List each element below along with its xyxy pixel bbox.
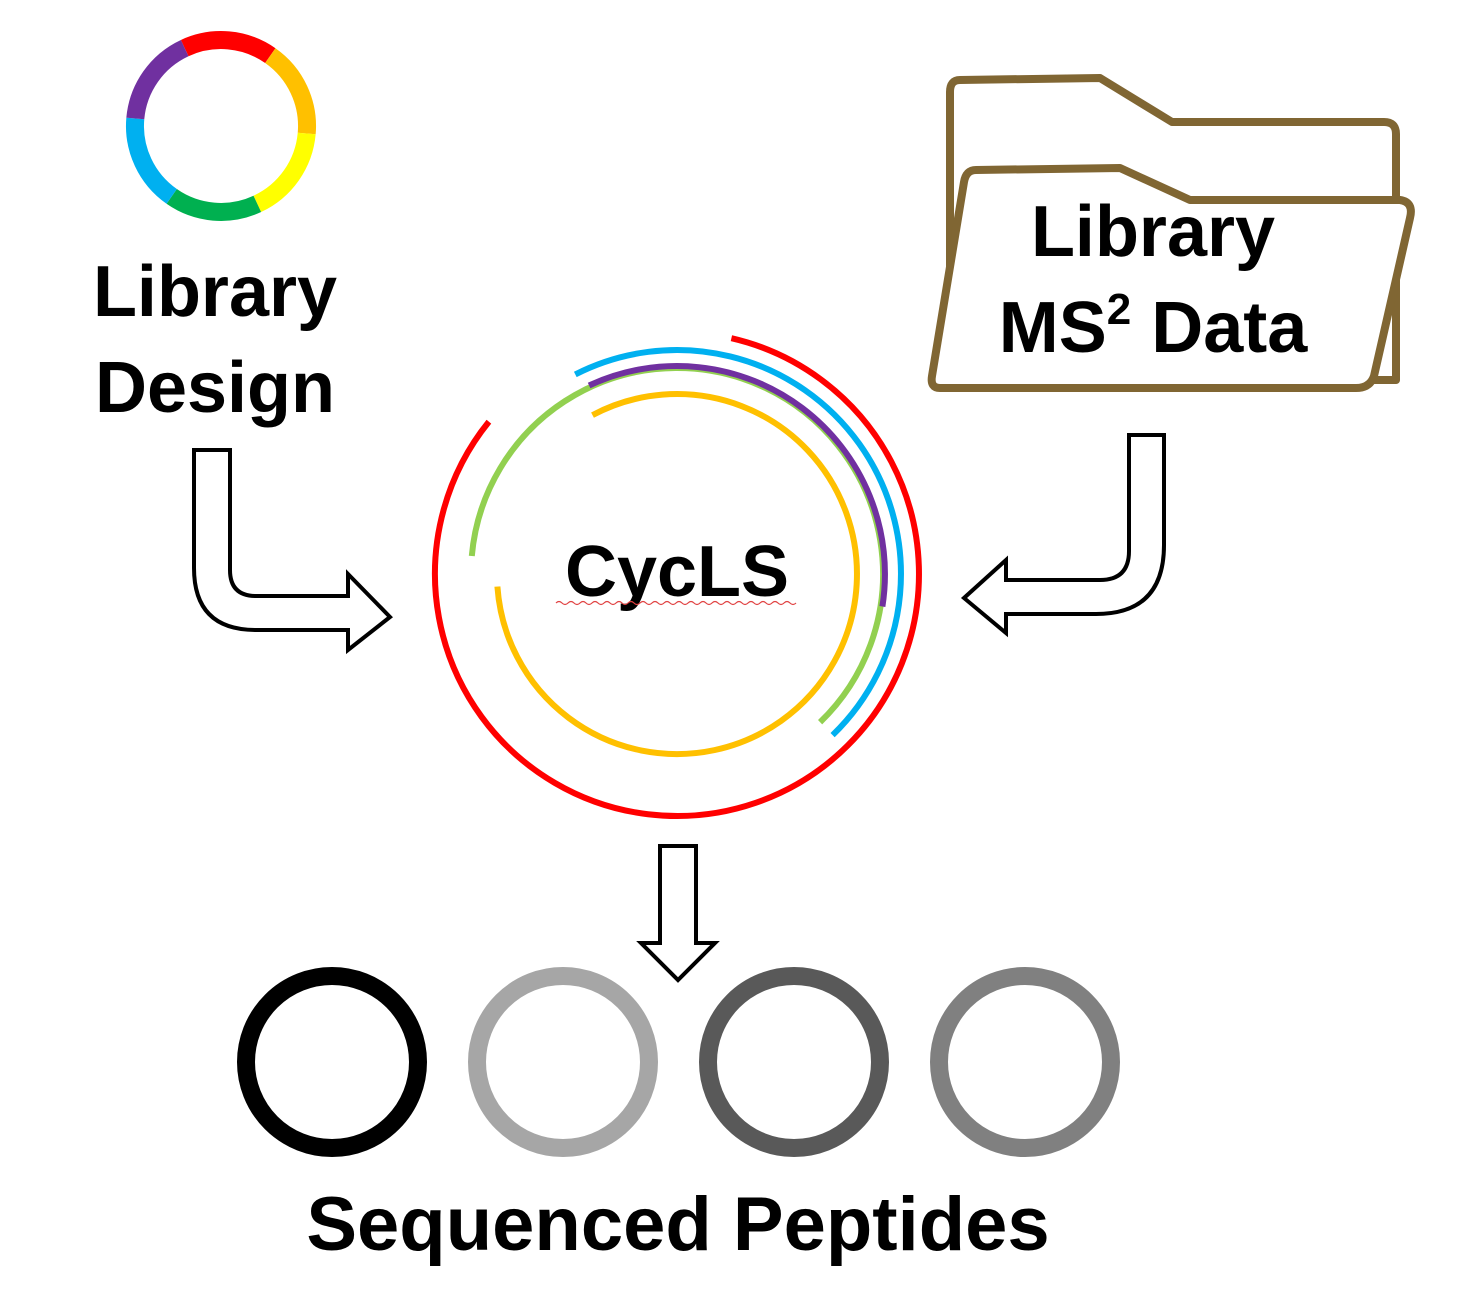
spellcheck-underline	[555, 600, 797, 606]
orange-arc	[494, 391, 860, 758]
peptide-ring-icon	[237, 967, 427, 1157]
right-bent-arrow-icon	[960, 433, 1166, 638]
data-text: Data	[1131, 288, 1308, 368]
design-ring-segment	[264, 48, 317, 135]
ms-text: MS	[999, 288, 1107, 368]
library-ms2-label-line2: MS2 Data	[999, 285, 1309, 368]
outer-red-arc	[431, 335, 922, 819]
sequenced-peptides-label: Sequenced Peptides	[306, 1182, 1049, 1267]
library-design-label-line1: Library	[93, 252, 337, 332]
design-ring-segment	[166, 188, 262, 221]
design-ring-segment	[126, 39, 189, 120]
sequenced-peptide-rings	[237, 967, 1120, 1157]
peptide-ring-icon	[699, 967, 889, 1157]
design-ring-segment	[253, 132, 316, 213]
cycls-arcs	[431, 335, 922, 819]
folder-icon	[927, 74, 1415, 392]
library-design-ring-icon	[125, 31, 317, 221]
blue-arc	[573, 347, 904, 738]
library-ms2-label-line1: Library	[1031, 192, 1275, 272]
left-bent-arrow-icon	[192, 448, 393, 655]
peptide-ring-icon	[930, 967, 1120, 1157]
down-arrow-icon	[636, 844, 720, 983]
peptide-ring-icon	[468, 967, 658, 1157]
cycls-label: CycLS	[565, 532, 789, 612]
superscript-2: 2	[1107, 285, 1131, 334]
design-ring-segment	[180, 31, 276, 64]
design-ring-segment	[125, 117, 178, 204]
library-design-label-line2: Design	[95, 348, 335, 428]
folder-front-icon	[927, 164, 1415, 392]
purple-arc	[587, 363, 888, 607]
